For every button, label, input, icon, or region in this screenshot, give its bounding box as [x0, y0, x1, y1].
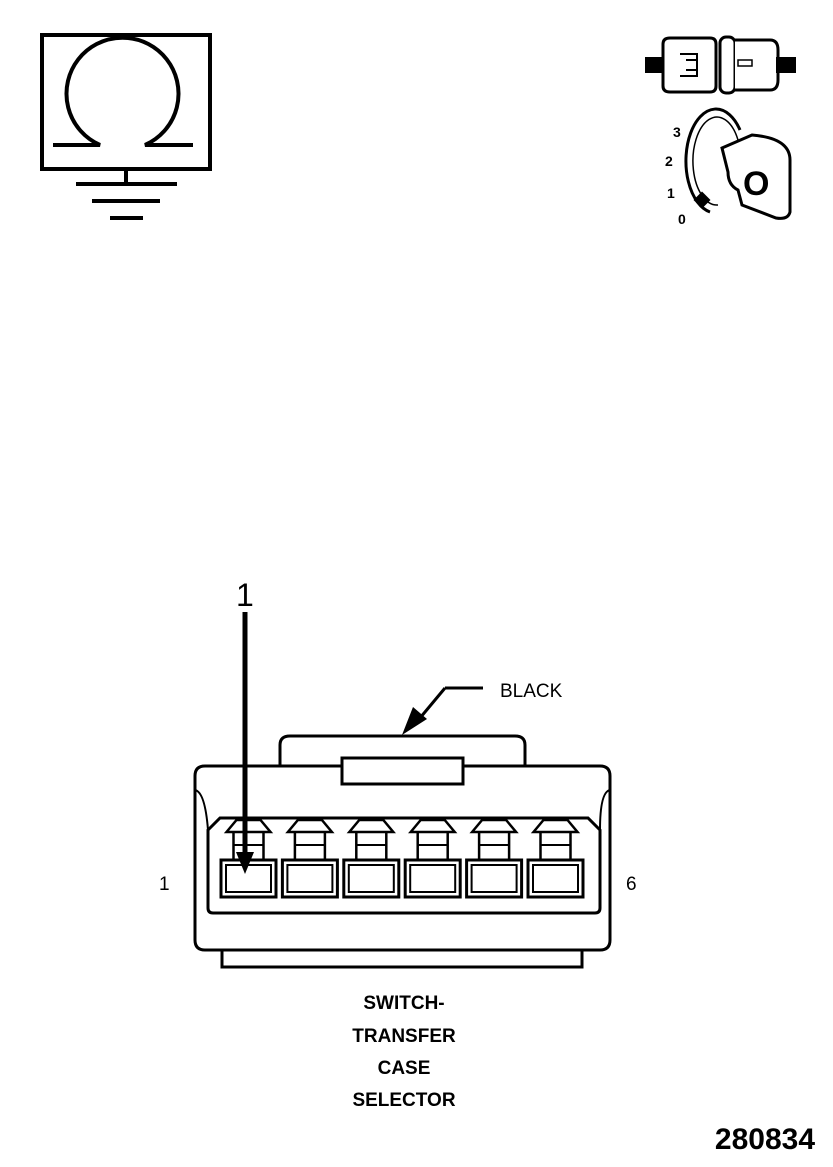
- ignition-key-icon: O 3 2 1 0: [665, 107, 792, 227]
- key-position-0: 0: [678, 211, 686, 227]
- connector-name-line-1: SWITCH-: [363, 993, 444, 1014]
- connector-name-line-2: TRANSFER: [352, 1026, 456, 1047]
- connector-name-line-3: CASE: [378, 1058, 431, 1079]
- cavity-row: [219, 818, 585, 899]
- color-leader: [402, 686, 483, 735]
- cavity-3: [342, 818, 401, 899]
- pin-first-label: 1: [159, 874, 170, 895]
- cavity-4: [403, 818, 462, 899]
- cavity-2: [280, 818, 339, 899]
- connector-name-line-4: SELECTOR: [352, 1090, 455, 1111]
- key-position-3: 3: [673, 124, 681, 140]
- cavity-5: [465, 818, 524, 899]
- connector-color-label: BLACK: [500, 681, 563, 702]
- key-position-1: 1: [667, 185, 675, 201]
- callout-number: 1: [236, 577, 254, 613]
- callout-arrow: [236, 612, 254, 874]
- pin-last-label: 6: [626, 874, 637, 895]
- key-letter: O: [743, 165, 769, 203]
- key-position-2: 2: [665, 153, 673, 169]
- connector-disconnect-icon: [645, 35, 796, 95]
- cavity-1: [219, 818, 278, 899]
- ohmmeter-ground-icon: [40, 33, 212, 220]
- connector-face-view: [193, 734, 612, 969]
- figure-number: 280834: [715, 1123, 815, 1156]
- cavity-6: [526, 818, 585, 899]
